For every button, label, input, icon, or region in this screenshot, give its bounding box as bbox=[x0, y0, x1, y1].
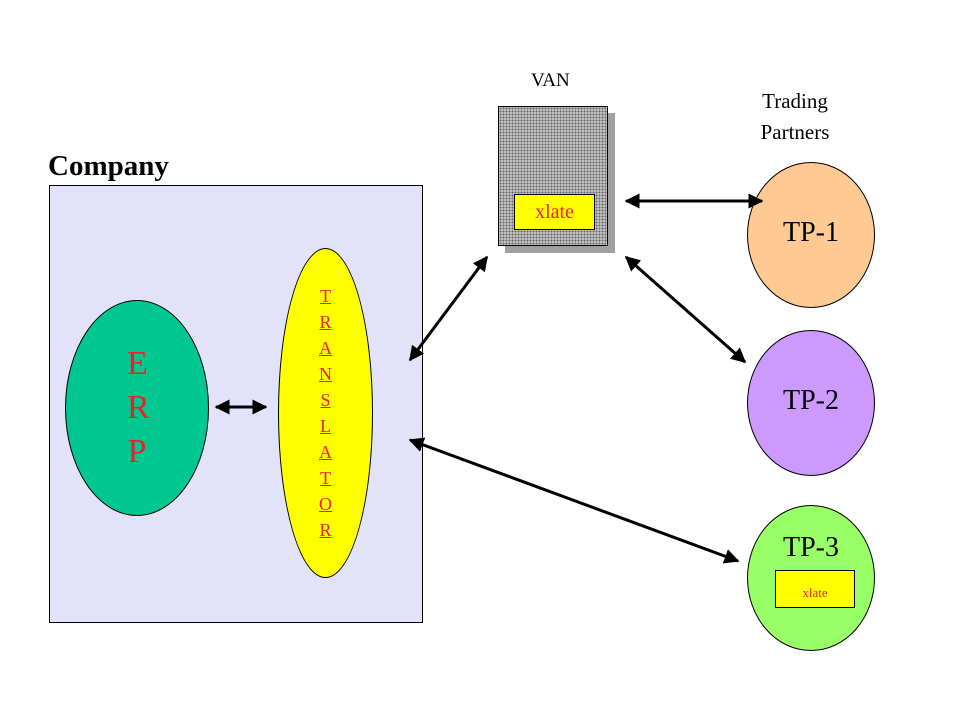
van-label: VAN bbox=[531, 70, 570, 91]
tp2-node: TP-2 bbox=[747, 330, 875, 476]
trading-partners-label: Trading Partners bbox=[760, 89, 830, 144]
erp-node: ERP bbox=[65, 300, 209, 516]
tp2-label: TP-2 bbox=[783, 385, 839, 416]
translator-tp3-arrow bbox=[408, 437, 740, 564]
van-tp2-arrow bbox=[624, 255, 747, 364]
company-title: Company bbox=[48, 150, 169, 182]
translator-label: TRANSLATOR bbox=[319, 286, 332, 540]
tp3-xlate-box: xlate bbox=[775, 570, 855, 608]
translator-van-arrow bbox=[408, 255, 489, 362]
translator-node: TRANSLATOR bbox=[278, 248, 373, 578]
van-xlate-box: xlate bbox=[514, 194, 595, 230]
tp1-label: TP-1 bbox=[783, 217, 839, 248]
tp3-label: TP-3 bbox=[783, 532, 839, 563]
tp1-node: TP-1 bbox=[747, 162, 875, 308]
erp-label: ERP bbox=[127, 345, 150, 470]
